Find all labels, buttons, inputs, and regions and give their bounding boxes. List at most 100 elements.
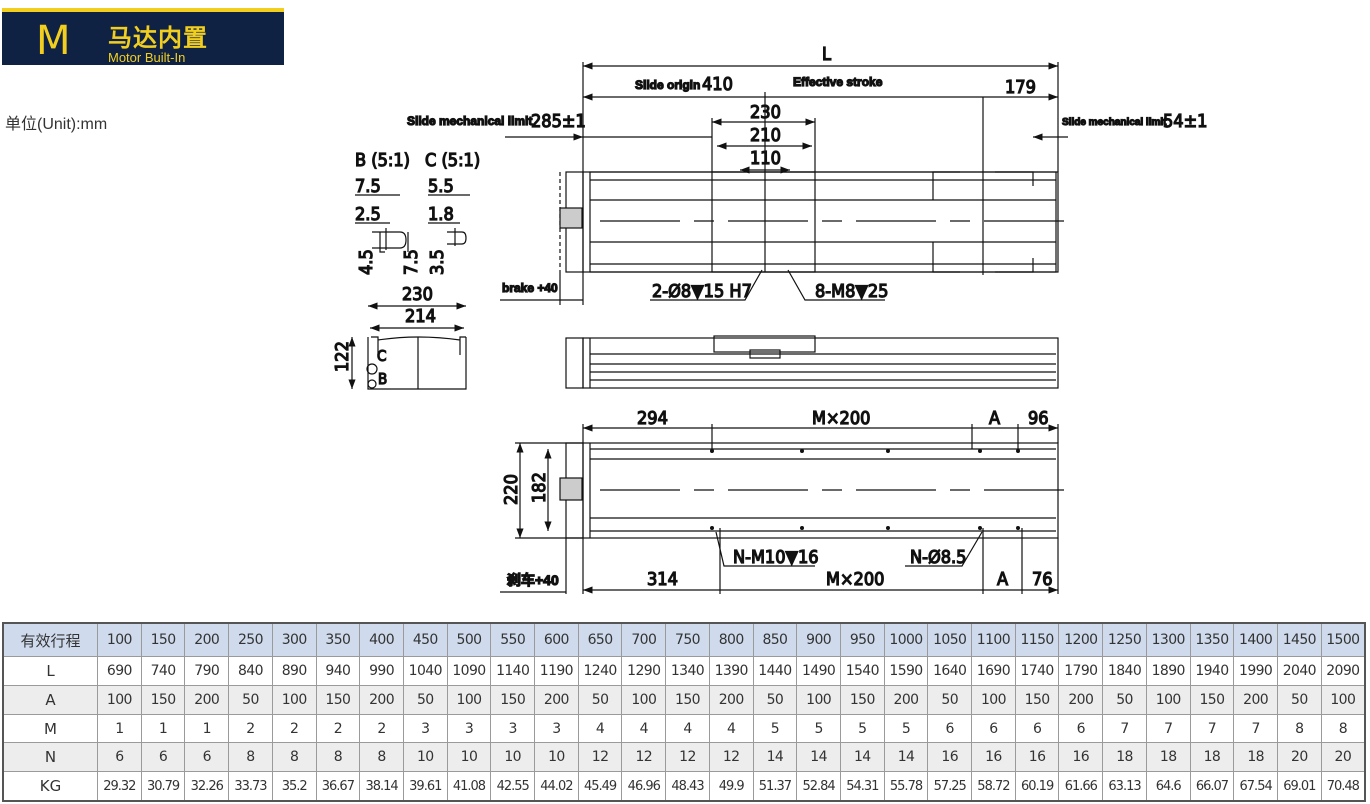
table-cell: 50	[1276, 685, 1322, 715]
detail-c-d3: 3.5	[427, 249, 448, 275]
table-cell: 12	[665, 742, 710, 773]
table-cell: 1640	[927, 656, 973, 687]
table-cell: 150	[839, 685, 885, 715]
table-cell: 8	[1320, 713, 1366, 744]
table-cell: 2090	[1320, 656, 1366, 687]
row-label: N	[2, 742, 98, 773]
table-cell: 16	[927, 742, 973, 773]
table-cell: 50	[1102, 685, 1147, 715]
right-limit-value: 54±1	[1163, 111, 1207, 132]
table-cell: 2	[228, 713, 273, 744]
banner-title-cn: 马达内置	[108, 25, 208, 52]
table-cell: 7	[1102, 713, 1147, 744]
pin-holes-callout: 2-Ø8▼15 H7	[652, 281, 752, 302]
table-cell: 14	[883, 742, 929, 773]
tapped-holes-callout: 8-M8▼25	[815, 281, 888, 302]
table-cell: 14	[796, 742, 841, 773]
table-cell: 41.08	[446, 771, 492, 802]
table-cell: 100	[796, 685, 841, 715]
table-cell: 18	[1189, 742, 1235, 773]
table-cell: 8	[271, 742, 317, 773]
table-cell: 6	[140, 742, 186, 773]
table-cell: 63.13	[1102, 771, 1147, 802]
table-cell: 29.32	[97, 771, 142, 802]
table-cell: 5	[883, 713, 929, 744]
table-cell: 69.01	[1276, 771, 1322, 802]
detail-b-title: B (5:1)	[355, 150, 410, 171]
table-cell: 64.6	[1145, 771, 1191, 802]
table-cell: 2	[315, 713, 361, 744]
table-cell: 940	[315, 656, 361, 687]
bottom-top-left: 294	[637, 408, 668, 429]
table-cell: 840	[228, 656, 273, 687]
table-cell: 1100	[971, 622, 1016, 658]
table-cell: 100	[1145, 685, 1191, 715]
table-cell: 1050	[927, 622, 973, 658]
row-label: 有效行程	[2, 622, 98, 658]
table-cell: 600	[534, 622, 579, 658]
table-cell: 52.84	[796, 771, 841, 802]
table-cell: 18	[1145, 742, 1191, 773]
table-cell: 20	[1320, 742, 1366, 773]
slide-origin-label: Slide origin	[635, 78, 700, 92]
table-cell: 35.2	[271, 771, 317, 802]
table-cell: 200	[1058, 685, 1104, 715]
table-cell: 6	[1058, 713, 1104, 744]
table-cell: 900	[796, 622, 841, 658]
table-cell: 450	[402, 622, 448, 658]
table-cell: 750	[665, 622, 710, 658]
table-cell: 1240	[577, 656, 623, 687]
table-cell: 150	[140, 685, 186, 715]
table-cell: 3	[402, 713, 448, 744]
table-cell: 1350	[1189, 622, 1235, 658]
left-limit-value: 285±1	[531, 111, 586, 132]
table-cell: 350	[315, 622, 361, 658]
table-cell: 20	[1276, 742, 1322, 773]
table-cell: 1	[184, 713, 230, 744]
bottom-h-inner: 182	[529, 472, 550, 503]
table-cell: 740	[140, 656, 186, 687]
table-cell: 50	[577, 685, 623, 715]
table-cell: 30.79	[140, 771, 186, 802]
row-label: M	[2, 713, 98, 744]
row-label: A	[2, 685, 98, 715]
table-cell: 16	[1058, 742, 1104, 773]
table-cell: 58.72	[971, 771, 1016, 802]
table-cell: 1500	[1320, 622, 1366, 658]
table-cell: 100	[446, 685, 492, 715]
table-cell: 6	[927, 713, 973, 744]
detail-c-d1: 5.5	[428, 176, 454, 197]
detail-b-d1: 7.5	[355, 176, 381, 197]
table-cell: 1940	[1189, 656, 1235, 687]
bottom-top-mid: M×200	[812, 408, 870, 429]
section-banner: M 马达内置 Motor Built-In	[2, 8, 284, 65]
table-cell: 100	[271, 685, 317, 715]
bottom-bot-mid: M×200	[826, 569, 884, 590]
table-cell: 61.66	[1058, 771, 1104, 802]
table-cell: 1290	[621, 656, 667, 687]
bottom-top-right: 96	[1028, 408, 1049, 429]
dim-210: 210	[750, 125, 781, 146]
table-cell: 150	[1189, 685, 1235, 715]
table-cell: 7	[1233, 713, 1278, 744]
slide-origin-value: 410	[702, 74, 733, 95]
table-cell: 50	[402, 685, 448, 715]
table-cell: 890	[271, 656, 317, 687]
table-cell: 66.07	[1189, 771, 1235, 802]
table-cell: 3	[446, 713, 492, 744]
table-cell: 850	[752, 622, 798, 658]
table-cell: 50	[752, 685, 798, 715]
table-cell: 1340	[665, 656, 710, 687]
table-cell: 1990	[1233, 656, 1278, 687]
table-cell: 1690	[971, 656, 1016, 687]
table-cell: 8	[1276, 713, 1322, 744]
table-cell: 39.61	[402, 771, 448, 802]
table-cell: 14	[839, 742, 885, 773]
side-view	[565, 335, 1059, 389]
table-cell: 100	[621, 685, 667, 715]
table-cell: 150	[490, 685, 536, 715]
row-label: KG	[2, 771, 98, 802]
